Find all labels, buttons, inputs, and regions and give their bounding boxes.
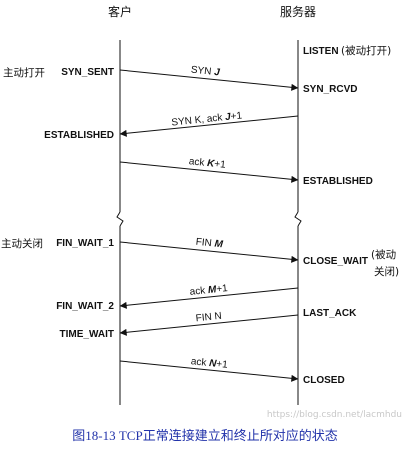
fin-n-arrow [119, 314, 299, 336]
client-state-established: ESTABLISHED [44, 130, 114, 141]
syn-k-ack-label: SYN K, ack J+1 [171, 110, 243, 128]
server-state-listen: LISTEN [303, 46, 339, 57]
client-timeline-break [116, 211, 124, 227]
server-note-passive-close-2: 关闭) [374, 265, 399, 278]
client-state-fin-wait-1: FIN_WAIT_1 [56, 238, 114, 249]
server-state-syn-rcvd: SYN_RCVD [303, 84, 357, 95]
fin-m-arrow [119, 241, 299, 263]
server-timeline-break [294, 211, 302, 227]
ack-n-label: ack N+1 [190, 356, 228, 371]
figure-caption: 图18-13 TCP正常连接建立和终止所对应的状态 [72, 428, 337, 443]
fin-n-label: FIN N [195, 311, 222, 325]
client-note-active-open: 主动打开 [3, 66, 45, 79]
syn-j-arrow [119, 69, 299, 91]
ack-k-arrow [119, 161, 299, 183]
ack-m-label: ack M+1 [189, 283, 228, 298]
client-state-fin-wait-2: FIN_WAIT_2 [56, 301, 114, 312]
client-header: 客户 [108, 4, 132, 19]
syn-k-ack-arrow [119, 115, 299, 137]
client-state-time-wait: TIME_WAIT [60, 329, 114, 340]
server-state-close-wait: CLOSE_WAIT [303, 256, 368, 267]
ack-m-arrow [119, 287, 299, 309]
server-state-established: ESTABLISHED [303, 176, 373, 187]
client-note-active-close: 主动关闭 [1, 237, 43, 250]
fin-m-label: FIN M [195, 237, 224, 251]
server-state-last-ack: LAST_ACK [303, 308, 357, 319]
watermark: https://blog.csdn.net/lacmhdu [267, 410, 402, 420]
ack-n-arrow [119, 360, 299, 382]
client-state-syn-sent: SYN_SENT [61, 67, 114, 78]
syn-j-label: SYN J [190, 65, 220, 79]
server-header: 服务器 [280, 4, 316, 19]
server-note-passive-open: (被动打开) [341, 44, 391, 57]
server-note-passive-close-1: (被动 [371, 248, 396, 261]
ack-k-label: ack K+1 [188, 156, 226, 171]
server-state-closed: CLOSED [303, 375, 345, 386]
